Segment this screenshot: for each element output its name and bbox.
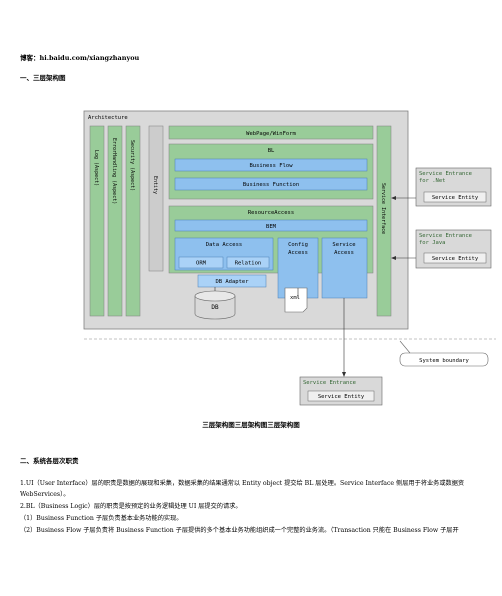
paragraph-2: 2.BL（Business Logic）层的职责是按预定的业务逻辑处理 UI 层… — [20, 503, 242, 510]
bem-box — [174, 219, 368, 232]
java-entity-box — [423, 252, 487, 264]
java-title-2: for Java — [419, 240, 446, 246]
db-label: DB — [211, 304, 219, 311]
net-title-2: for .Net — [419, 178, 446, 184]
error-aspect-column — [107, 125, 123, 317]
config-access-label-1: Config — [288, 242, 308, 248]
db-cylinder-top — [194, 290, 236, 302]
entity-column — [148, 125, 164, 272]
system-boundary-label: System boundary — [419, 358, 469, 364]
xml-label: xml — [290, 295, 300, 301]
bl-label: BL — [268, 148, 275, 154]
resource-access-label: ResourceAccess — [248, 210, 294, 216]
webpage-label: WebPage/WinForm — [246, 131, 296, 137]
webpage-layer — [168, 125, 374, 140]
paragraph-4: （2）Business Flow 子层负责将 Business Function… — [20, 527, 459, 534]
system-boundary-callout — [399, 352, 489, 367]
figure-caption: 三层架构图三层架构图三层架构图 — [202, 421, 300, 429]
section-heading-architecture: 一、三层架构图 — [20, 74, 66, 82]
log-aspect-column — [89, 125, 105, 317]
db-adapter-box — [197, 274, 267, 288]
security-aspect-column — [125, 125, 141, 317]
service-access-box — [321, 237, 368, 299]
architecture-diagram: Architecture Log (Aspect) ErrorHandling … — [83, 110, 496, 406]
orm-label: ORM — [196, 261, 207, 267]
relation-box — [226, 256, 270, 269]
xml-document — [284, 287, 308, 313]
bottom-entity-box — [307, 390, 375, 402]
net-entity-box — [423, 191, 487, 203]
db-cylinder — [194, 296, 236, 320]
orm-box — [178, 256, 224, 269]
error-aspect-label: ErrorHandling (Aspect) — [111, 138, 117, 204]
log-aspect-label: Log (Aspect) — [93, 150, 99, 186]
bem-label: BEM — [266, 224, 277, 230]
paragraph-1-cont: WebServices）。 — [20, 491, 70, 498]
service-access-label-2: Access — [334, 250, 354, 256]
entity-label: Entity — [152, 176, 158, 194]
service-interface-label: Service Interface — [380, 183, 386, 234]
bottom-entity-label: Service Entity — [318, 394, 365, 400]
paragraph-3: （1）Business Function 子层负责基本业务功能的实现。 — [20, 515, 183, 522]
business-flow-label: Business Flow — [249, 163, 293, 169]
business-function-label: Business Function — [243, 182, 299, 188]
business-function-box — [174, 177, 368, 191]
blog-url: 博客：hi.baidu.com/xiangzhanyou — [20, 54, 140, 62]
security-aspect-label: Security (Aspect) — [129, 140, 135, 191]
relation-label: Relation — [235, 261, 262, 267]
java-entity-label: Service Entity — [432, 256, 479, 262]
paragraph-1: 1.UI（User Interface）层的职责是数据的展现和采集，数据采集的结… — [20, 480, 465, 487]
architecture-label: Architecture — [88, 115, 128, 121]
data-access-label: Data Access — [206, 242, 242, 248]
section-heading-responsibilities: 二、系统各层次职责 — [20, 457, 79, 465]
net-title-1: Service Entrance — [419, 171, 472, 177]
service-interface-column — [376, 125, 392, 317]
service-access-label-1: Service — [332, 242, 355, 248]
config-access-label-2: Access — [288, 250, 308, 256]
business-flow-box — [174, 158, 368, 172]
net-entity-label: Service Entity — [432, 195, 479, 201]
bottom-entrance-title: Service Entrance — [303, 380, 356, 386]
db-adapter-label: DB Adapter — [215, 279, 249, 285]
java-title-1: Service Entrance — [419, 233, 472, 239]
